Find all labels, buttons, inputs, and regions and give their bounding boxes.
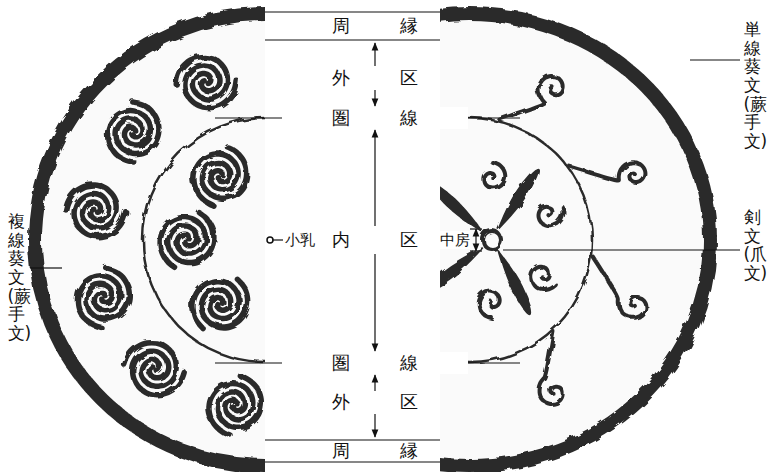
zone-label: 外区 [282, 67, 468, 89]
motif-label: 単線葵文(蕨手文) [744, 20, 761, 151]
zone-scale [30, 12, 740, 462]
zone-label: 周縁 [282, 15, 468, 37]
spiral-motifs [66, 57, 646, 435]
zone-label: 圏線 [282, 352, 468, 374]
small-boss [267, 237, 273, 243]
single-line-half [440, 14, 710, 466]
motif-label: 剣文(爪文) [744, 208, 761, 283]
motif-label: 複線葵文(蕨手文) [8, 212, 25, 343]
zone-label: 圏線 [282, 107, 468, 129]
part-label: 小乳 [285, 231, 315, 249]
part-label: 中房 [440, 231, 470, 249]
zone-label: 周縁 [282, 440, 468, 462]
double-line-half [35, 14, 265, 466]
zone-label: 外区 [282, 391, 468, 413]
